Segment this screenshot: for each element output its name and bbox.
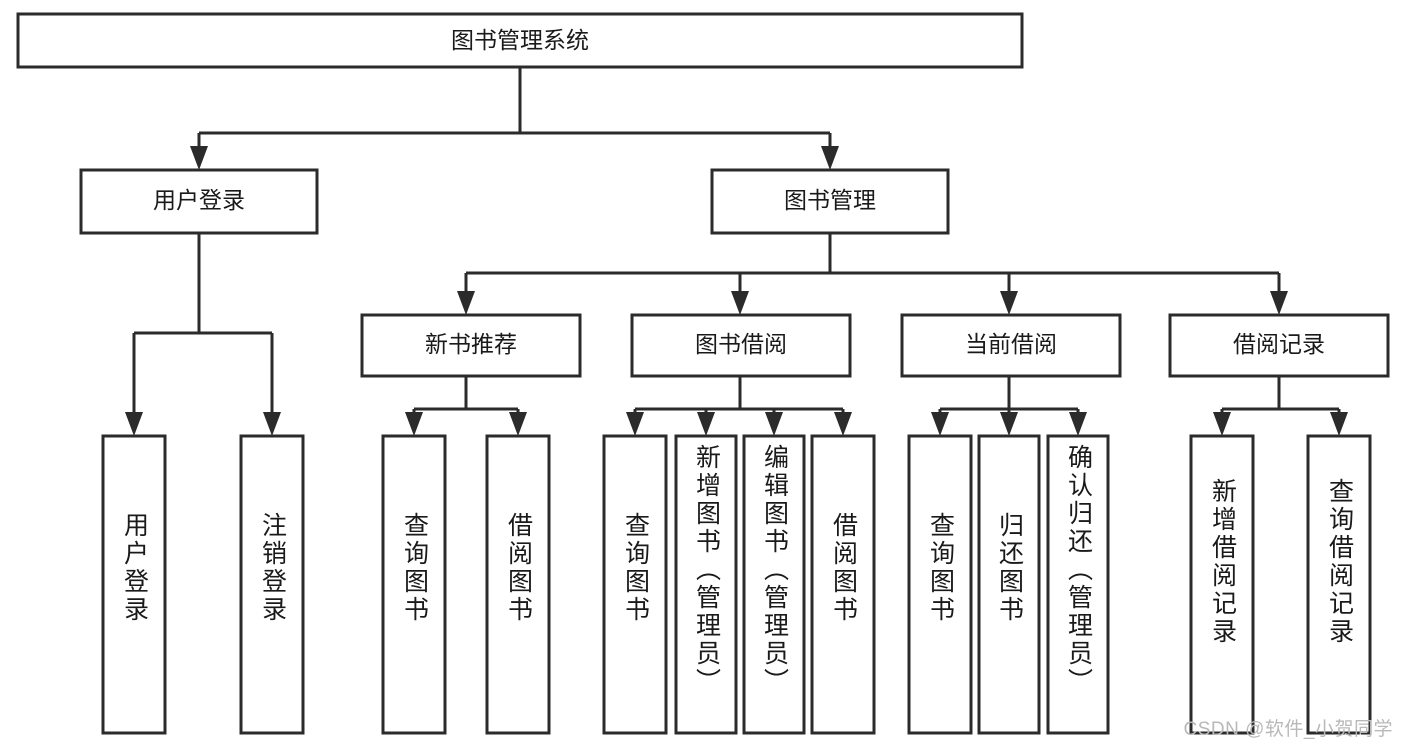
- leaf-query-book-3-box[interactable]: [907, 434, 973, 735]
- arrow-head-leaf-user-logout: [263, 412, 281, 436]
- node-book-borrow-label: 图书借阅: [695, 331, 787, 357]
- arrow-head-leaf-query-book-3: [931, 412, 949, 436]
- leaf-edit-book-label: 编辑图书（管理员）: [760, 444, 789, 696]
- leaf-return-book-label: 归还图书: [995, 512, 1024, 624]
- node-user-login-label: 用户登录: [153, 187, 245, 213]
- node-user-login[interactable]: 用户登录: [79, 168, 319, 235]
- arrow-head-leaf-user-login: [125, 412, 143, 436]
- node-borrow-record[interactable]: 借阅记录: [1168, 313, 1390, 378]
- arrow-head-leaf-edit-book: [765, 412, 783, 436]
- leaf-borrow-book-1-box[interactable]: [485, 434, 551, 735]
- arrow-head-leaf-add-record: [1213, 412, 1231, 436]
- arrow-head-leaf-return-book: [1000, 412, 1018, 436]
- node-book-borrow-box[interactable]: [630, 313, 852, 378]
- leaf-query-book-2-box[interactable]: [602, 434, 668, 735]
- arrow-head-user-login: [190, 146, 208, 170]
- leaf-borrow-book-2-box[interactable]: [810, 434, 876, 735]
- leaf-add-book-box[interactable]: [674, 434, 738, 735]
- leaf-query-record-label: 查询借阅记录: [1325, 478, 1354, 646]
- leaf-user-logout-label: 注销登录: [258, 512, 287, 624]
- node-borrow-record-label: 借阅记录: [1233, 331, 1325, 357]
- leaf-confirm-return-box[interactable]: [1046, 434, 1110, 735]
- node-book-manage[interactable]: 图书管理: [710, 168, 950, 235]
- leaf-borrow-book-2-label: 借阅图书: [829, 512, 858, 624]
- leaf-query-record-box[interactable]: [1306, 434, 1372, 735]
- node-current-borrow-box[interactable]: [900, 313, 1122, 378]
- leaf-return-book-box[interactable]: [977, 434, 1041, 735]
- node-new-book-recommend-box[interactable]: [360, 313, 582, 378]
- leaf-box-layer[interactable]: [101, 434, 1372, 735]
- watermark-text: CSDN @软件_小贺同学: [1183, 719, 1393, 740]
- node-book-borrow[interactable]: 图书借阅: [630, 313, 852, 378]
- arrow-head-book-manage: [821, 146, 839, 170]
- node-borrow-record-box[interactable]: [1168, 313, 1390, 378]
- node-current-borrow[interactable]: 当前借阅: [900, 313, 1122, 378]
- leaf-add-record-label: 新增借阅记录: [1208, 478, 1237, 646]
- node-new-book-recommend[interactable]: 新书推荐: [360, 313, 582, 378]
- connector-layer: [125, 67, 1348, 436]
- leaf-query-book-1-box[interactable]: [381, 434, 447, 735]
- leaf-query-book-3-label: 查询图书: [926, 512, 955, 624]
- leaf-add-book-label: 新增图书（管理员）: [692, 444, 721, 696]
- arrow-head-leaf-borrow-book-2: [834, 412, 852, 436]
- leaf-user-login-box[interactable]: [101, 434, 167, 735]
- arrow-head-borrow-record: [1270, 291, 1288, 315]
- arrow-head-current-borrow: [1000, 291, 1018, 315]
- leaf-confirm-return-label: 确认归还（管理员）: [1064, 444, 1093, 696]
- leaf-user-login-label: 用户登录: [120, 512, 149, 624]
- arrow-head-leaf-query-record: [1330, 412, 1348, 436]
- arrow-head-book-borrow: [731, 291, 749, 315]
- node-root-box[interactable]: [16, 12, 1024, 69]
- leaf-query-book-2-label: 查询图书: [621, 512, 650, 624]
- arrow-head-new-book-recommend: [457, 291, 475, 315]
- node-user-login-box[interactable]: [79, 168, 319, 235]
- arrow-head-leaf-query-book-1: [405, 412, 423, 436]
- arrow-head-leaf-add-book: [697, 412, 715, 436]
- node-book-manage-box[interactable]: [710, 168, 950, 235]
- leaf-borrow-book-1-label: 借阅图书: [504, 512, 533, 624]
- arrow-head-leaf-query-book-2: [626, 412, 644, 436]
- leaf-edit-book-box[interactable]: [742, 434, 806, 735]
- node-new-book-recommend-label: 新书推荐: [425, 331, 517, 357]
- leaf-add-record-box[interactable]: [1189, 434, 1255, 735]
- node-current-borrow-label: 当前借阅: [965, 331, 1057, 357]
- arrow-head-leaf-confirm-return: [1069, 412, 1087, 436]
- arrow-head-leaf-borrow-book-1: [509, 412, 527, 436]
- node-root[interactable]: 图书管理系统: [16, 12, 1024, 69]
- node-root-label: 图书管理系统: [451, 27, 589, 53]
- node-book-manage-label: 图书管理: [784, 187, 876, 213]
- leaf-user-logout-box[interactable]: [239, 434, 305, 735]
- leaf-query-book-1-label: 查询图书: [400, 512, 429, 624]
